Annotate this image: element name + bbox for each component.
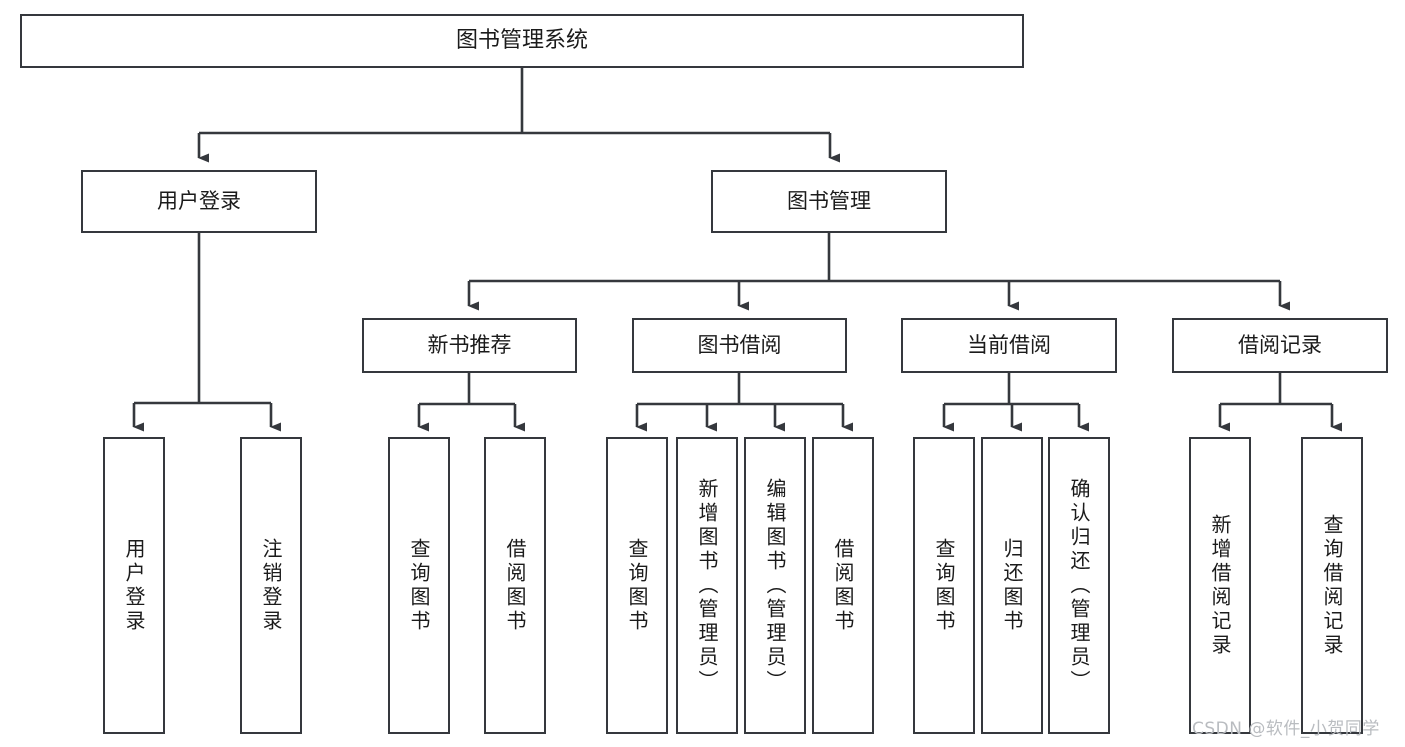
edge-group-book-borrow xyxy=(635,373,853,432)
edge-group-new-book-recommend xyxy=(417,373,525,432)
node-book-management-system[interactable]: 图书管理系统 xyxy=(20,14,1024,68)
node-label: 新书推荐 xyxy=(427,332,512,357)
node-current-borrow[interactable]: 当前借阅 xyxy=(901,318,1117,373)
node-label: 图书借阅 xyxy=(697,332,782,357)
edge-group-book-manage xyxy=(467,233,1290,311)
node-leaf-query-borrow-record[interactable]: 查询借阅记录 xyxy=(1301,437,1363,734)
node-leaf-borrow-book-1[interactable]: 借阅图书 xyxy=(484,437,546,734)
node-label: 查询图书 xyxy=(625,537,649,634)
node-leaf-borrow-book-2[interactable]: 借阅图书 xyxy=(812,437,874,734)
node-label: 查询图书 xyxy=(407,537,431,634)
node-label: 编辑图书（管理员） xyxy=(763,477,787,694)
node-leaf-edit-book[interactable]: 编辑图书（管理员） xyxy=(744,437,806,734)
node-label: 用户登录 xyxy=(122,537,146,634)
node-label: 查询图书 xyxy=(932,537,956,634)
node-borrow-record[interactable]: 借阅记录 xyxy=(1172,318,1388,373)
node-leaf-query-book-3[interactable]: 查询图书 xyxy=(913,437,975,734)
node-label: 新增借阅记录 xyxy=(1208,513,1232,658)
node-label: 借阅记录 xyxy=(1238,332,1322,357)
node-leaf-confirm-return[interactable]: 确认归还（管理员） xyxy=(1048,437,1110,734)
node-label: 新增图书（管理员） xyxy=(695,477,719,694)
node-leaf-query-book-1[interactable]: 查询图书 xyxy=(388,437,450,734)
node-book-borrow[interactable]: 图书借阅 xyxy=(632,318,847,373)
node-label: 当前借阅 xyxy=(967,332,1051,357)
node-label: 图书管理 xyxy=(787,188,871,213)
node-leaf-return-book[interactable]: 归还图书 xyxy=(981,437,1043,734)
csdn-watermark: CSDN @软件_小贺同学 xyxy=(1192,719,1380,739)
node-leaf-user-login[interactable]: 用户登录 xyxy=(103,437,165,734)
node-leaf-query-book-2[interactable]: 查询图书 xyxy=(606,437,668,734)
node-label: 确认归还（管理员） xyxy=(1067,477,1091,694)
node-user-login[interactable]: 用户登录 xyxy=(81,170,317,233)
node-label: 图书管理系统 xyxy=(455,27,588,53)
node-label: 归还图书 xyxy=(1000,537,1024,634)
edge-group-borrow-record xyxy=(1218,373,1342,432)
node-book-management[interactable]: 图书管理 xyxy=(711,170,947,233)
node-label: 查询借阅记录 xyxy=(1320,513,1344,658)
node-label: 借阅图书 xyxy=(831,537,855,634)
node-leaf-add-borrow-record[interactable]: 新增借阅记录 xyxy=(1189,437,1251,734)
node-leaf-add-book[interactable]: 新增图书（管理员） xyxy=(676,437,738,734)
node-label: 注销登录 xyxy=(259,537,283,634)
edge-group-root xyxy=(197,68,840,163)
node-leaf-logout[interactable]: 注销登录 xyxy=(240,437,302,734)
node-label: 借阅图书 xyxy=(503,537,527,634)
edge-group-user-login xyxy=(132,233,281,432)
node-new-book-recommend[interactable]: 新书推荐 xyxy=(362,318,577,373)
node-label: 用户登录 xyxy=(157,188,241,213)
edge-group-current-borrow xyxy=(942,373,1089,432)
